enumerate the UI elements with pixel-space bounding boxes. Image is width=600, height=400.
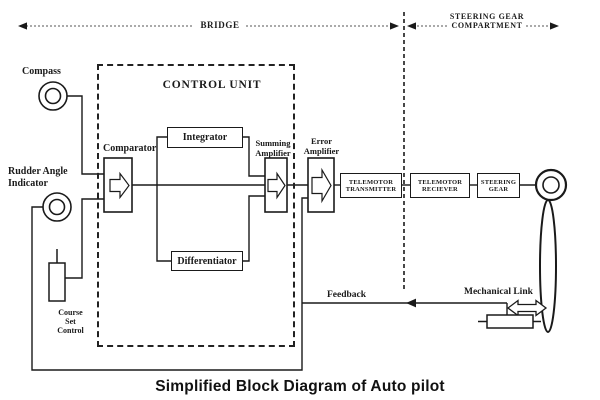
comparator-label: Comparator [103, 143, 157, 154]
integrator-block: Integrator [167, 127, 243, 148]
wire-integrator-to-summing [241, 136, 265, 177]
rudder-angle-dial-icon [42, 192, 72, 222]
compass-dial-icon [38, 81, 68, 111]
steering-gear-block: STEERING GEAR [477, 173, 520, 198]
telemotor-receiver-block: TELEMOTOR RECIEVER [410, 173, 470, 198]
feedback-label: Feedback [327, 290, 367, 300]
error-arrow-icon [311, 167, 332, 204]
error-amplifier-label: Error Amplifier [303, 136, 340, 156]
comparator-block [103, 157, 133, 213]
compass-label: Compass [22, 66, 61, 77]
control-unit-label: CONTROL UNIT [162, 79, 262, 91]
telemotor-transmitter-block: TELEMOTOR TRANSMITTER [340, 173, 402, 198]
control-unit-enclosure [97, 64, 295, 347]
rudder-angle-indicator-label: Rudder Angle Indicator [8, 166, 68, 189]
wire-branch-integrator-differentiator [156, 136, 172, 262]
mechanical-link-label: Mechanical Link [464, 287, 533, 297]
course-set-control-label: Course Set Control [57, 308, 84, 336]
mechanical-link-arrow-icon [506, 299, 548, 317]
diagram-title: Simplified Block Diagram of Auto pilot [155, 378, 445, 395]
wire-compass-to-comparator [67, 95, 104, 175]
rudder-blade-icon [539, 199, 557, 333]
wire-courseset-to-comparator [65, 198, 104, 279]
signal-wires [31, 95, 536, 371]
region-span-arrowheads [18, 22, 559, 30]
feedback-arrowhead-icon [406, 298, 416, 308]
differentiator-block: Differentiator [171, 251, 243, 271]
feedback-link-unit [478, 314, 541, 329]
course-set-control-symbol [48, 249, 66, 302]
wire-differentiator-to-summing [241, 195, 265, 262]
steering-gear-compartment-label: STEERING GEAR COMPARTMENT [449, 12, 525, 31]
steering-wheel-icon [534, 168, 568, 202]
summing-arrow-icon [267, 171, 286, 200]
error-amplifier-block [307, 157, 335, 213]
wire-feedback-loop [31, 197, 308, 371]
summing-amplifier-block [264, 157, 288, 213]
bridge-region-label: BRIDGE [200, 20, 240, 30]
comparator-arrow-icon [109, 171, 130, 200]
summing-amplifier-label: Summing Amplifier [255, 138, 291, 158]
